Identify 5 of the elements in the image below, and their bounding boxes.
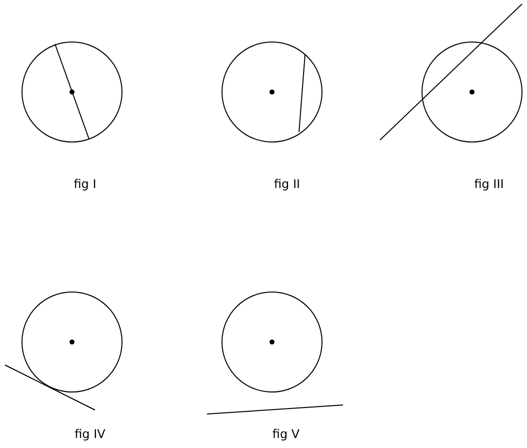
figure-caption: fig I	[74, 177, 96, 191]
figure-caption: fig IV	[74, 427, 106, 441]
figure-caption: fig V	[272, 427, 300, 441]
figure-caption: fig II	[274, 177, 300, 191]
figure-caption: fig III	[474, 177, 504, 191]
